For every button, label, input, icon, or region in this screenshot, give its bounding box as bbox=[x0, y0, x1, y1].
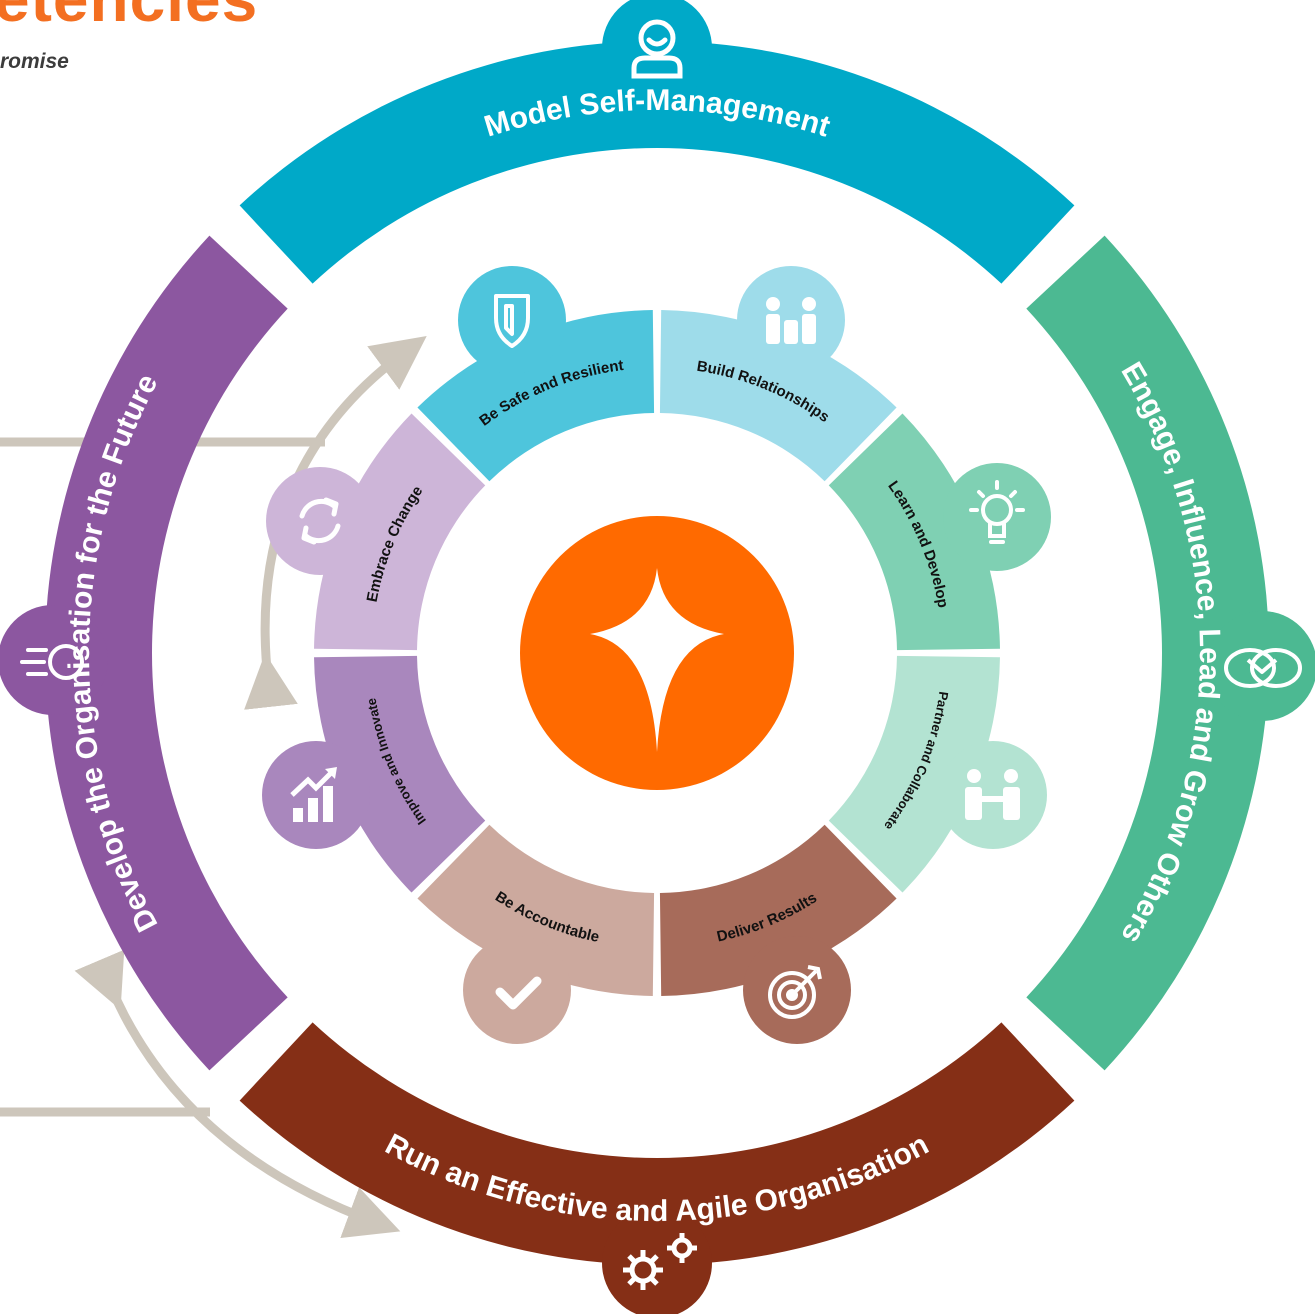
outer-segment-shape bbox=[1026, 235, 1270, 1071]
outer-segment-shape bbox=[239, 1022, 1075, 1266]
inner-segment-shape bbox=[828, 413, 1000, 651]
outer-segment-shape bbox=[239, 40, 1075, 284]
outer-segment-bottom bbox=[239, 1022, 1075, 1314]
inner-segment-be-accountable bbox=[417, 824, 655, 1044]
inner-segment-build-relationships bbox=[659, 266, 897, 482]
inner-segment-be-safe bbox=[417, 266, 655, 482]
outer-segment-top bbox=[239, 0, 1075, 284]
page-subtitle: romise bbox=[0, 50, 69, 73]
target-icon bbox=[768, 965, 822, 1019]
inner-tab bbox=[463, 936, 571, 1044]
outer-segment-right bbox=[1026, 235, 1315, 1071]
outer-segment-shape bbox=[44, 235, 288, 1071]
inner-segment-shape bbox=[314, 655, 486, 893]
inner-segment-shape bbox=[828, 655, 1000, 893]
inner-tab bbox=[262, 741, 370, 849]
star-icon bbox=[590, 568, 724, 752]
partners-icon bbox=[965, 769, 1020, 820]
inner-segment-partner-collaborate bbox=[828, 655, 1047, 893]
inner-segment-shape bbox=[417, 310, 655, 482]
inner-tab bbox=[266, 467, 374, 575]
handshake-icon bbox=[1224, 648, 1302, 688]
check-icon bbox=[495, 976, 542, 1010]
page-title: etencies bbox=[0, 0, 258, 36]
inner-tab bbox=[943, 463, 1051, 571]
inner-segment-shape bbox=[417, 824, 655, 996]
center-badge bbox=[520, 516, 794, 790]
outer-segment-left bbox=[0, 235, 288, 1071]
person-icon bbox=[631, 19, 683, 79]
inner-segment-shape bbox=[659, 310, 897, 482]
inner-segment-deliver-results bbox=[659, 824, 897, 1044]
refresh-icon bbox=[299, 497, 341, 545]
gears-icon bbox=[623, 1233, 697, 1290]
inner-ring: Be Safe and Resilient Build Relationship… bbox=[262, 266, 1051, 1044]
outer-tab bbox=[0, 605, 108, 715]
outer-tab bbox=[602, 0, 712, 103]
shield-icon bbox=[494, 294, 530, 348]
growth-chart-icon bbox=[290, 767, 337, 822]
inner-segment-shape bbox=[659, 824, 897, 996]
lightbulb-icon bbox=[969, 480, 1025, 544]
inner-segment-improve-innovate bbox=[262, 655, 486, 893]
speed-circle-icon bbox=[20, 644, 84, 680]
inner-segment-learn-develop bbox=[828, 413, 1051, 651]
inner-segment-embrace-change bbox=[266, 413, 486, 651]
inner-tab bbox=[939, 741, 1047, 849]
people-icon bbox=[766, 297, 816, 344]
outer-tab bbox=[1207, 611, 1315, 721]
inner-segment-shape bbox=[314, 413, 486, 651]
